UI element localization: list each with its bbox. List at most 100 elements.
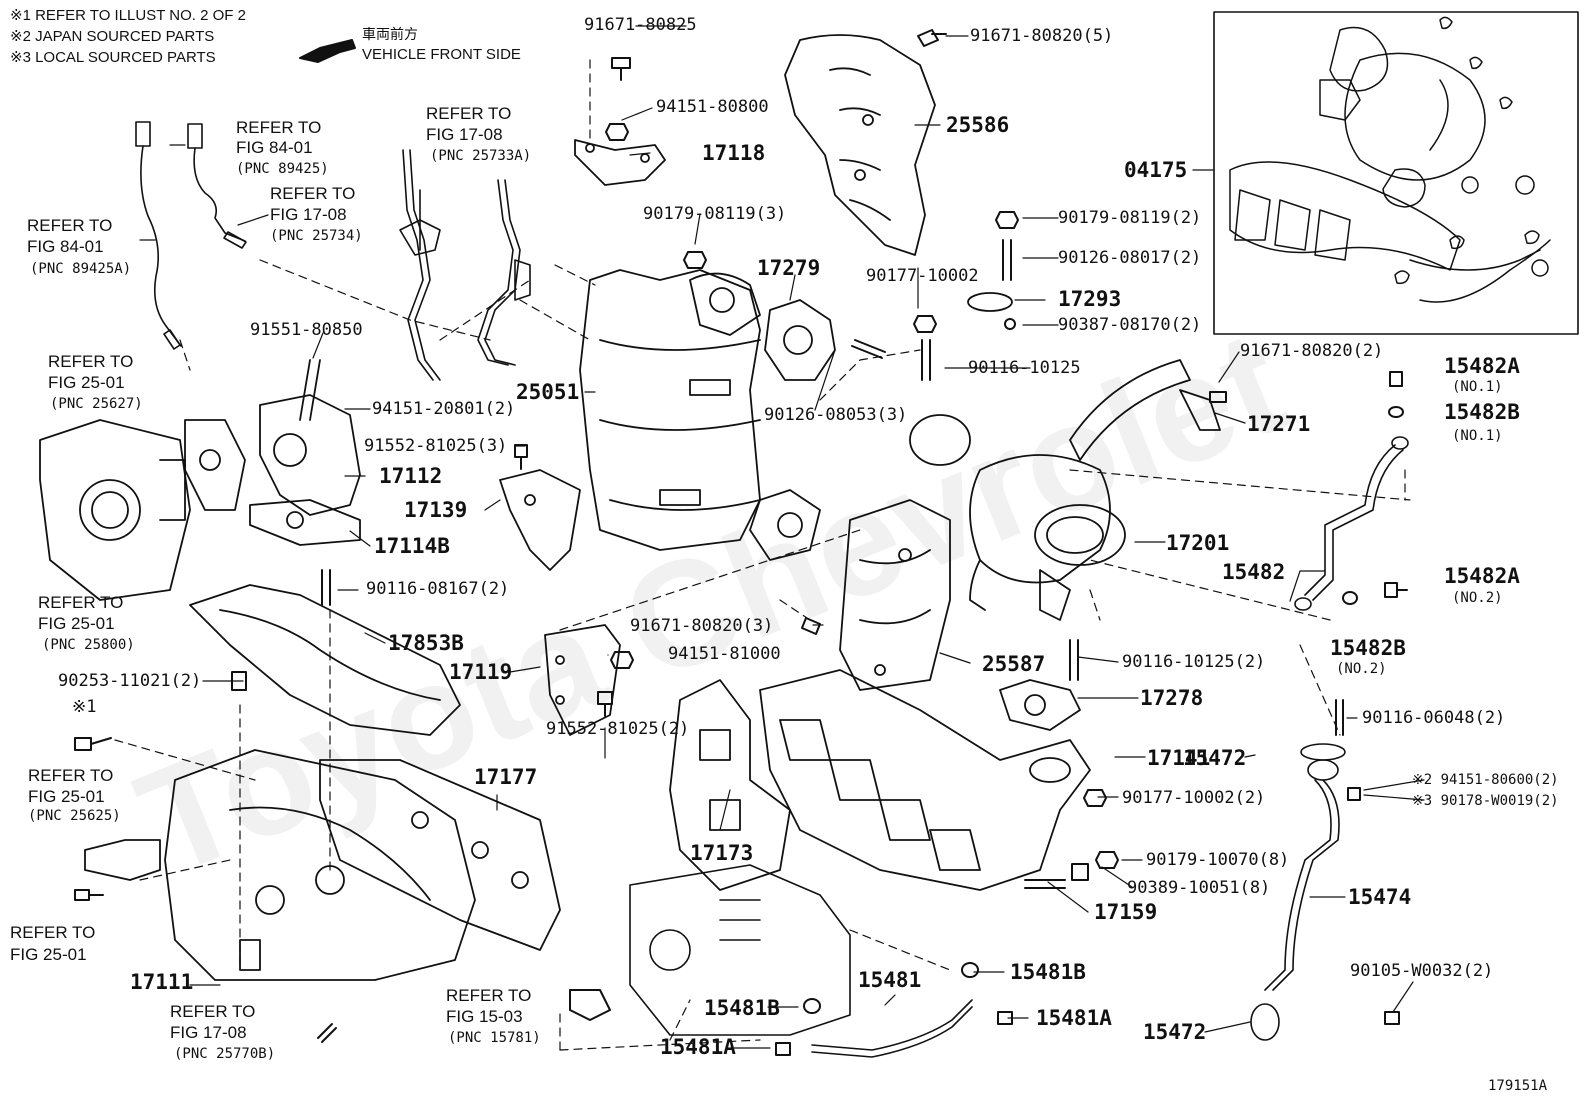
label-90179-08119-3: 90179-08119(3) (643, 204, 787, 224)
label-94151-81000: 94151-81000 (668, 644, 781, 664)
vehicle-front-en: VEHICLE FRONT SIDE (362, 46, 521, 63)
ref-2501-a-2: FIG 25-01 (48, 373, 125, 392)
bolt-15482A-2 (1384, 582, 1408, 598)
bolt-91671-80820-2 (1209, 391, 1227, 403)
ref-2501-b-2: FIG 25-01 (38, 614, 115, 633)
gasket-17114B (249, 499, 361, 546)
nut-94151-81000 (610, 651, 634, 669)
bolt-15482A-1 (1389, 371, 1403, 387)
label-25587: 25587 (982, 652, 1046, 676)
label-15472-upper: 15472 (1183, 746, 1247, 770)
label-91671-80820-5: 91671-80820(5) (970, 26, 1114, 46)
label-25586: 25586 (946, 113, 1010, 137)
label-17173: 17173 (690, 841, 754, 865)
label-15481B-a: 15481B (1010, 960, 1086, 984)
o2-sensor-89425A (135, 121, 182, 350)
washer-90389-10051 (1071, 863, 1089, 881)
gasket-15472-upper (1300, 743, 1346, 761)
ref-8401-a-1: REFER TO (236, 118, 322, 137)
ref-2501-a-3: (PNC 25627) (50, 396, 143, 412)
label-17201: 17201 (1166, 531, 1230, 555)
ref-1503-1: REFER TO (446, 986, 532, 1005)
bolt-star1 (74, 737, 112, 751)
egr-pipe-25734 (399, 149, 441, 381)
nut-90179-08119-3 (683, 251, 707, 269)
ref-8401-b-3: (PNC 89425A) (30, 261, 132, 277)
label-15481: 15481 (858, 968, 922, 992)
gasket-17293 (967, 292, 1013, 312)
label-04175: 04175 (1124, 158, 1188, 182)
label-17118: 17118 (702, 141, 766, 165)
label-94151-20801-2: 94151-20801(2) (372, 399, 516, 419)
label-94151-80600-2: ※2 94151-80600(2) (1412, 772, 1559, 788)
label-90116-10125-2: 90116-10125(2) (1122, 652, 1266, 672)
label-17293: 17293 (1058, 287, 1122, 311)
gasket-15481B-b (803, 998, 821, 1014)
stud-90126-08053 (851, 339, 886, 359)
gasket-15482B-1 (1388, 406, 1404, 418)
stud-90116-06048 (1335, 699, 1344, 736)
oil-pipe-15482 (1294, 436, 1409, 611)
bolt-91552-81025-2 (597, 691, 613, 717)
ref-1708-b-3: (PNC 25734) (270, 228, 363, 244)
label-no2-b: (NO.2) (1336, 661, 1387, 677)
ref-1708-b-1: REFER TO (270, 184, 356, 203)
bolt-91671-80820-3 (801, 617, 821, 635)
ref-1503-2: FIG 15-03 (446, 1007, 523, 1026)
label-17271: 17271 (1247, 412, 1311, 436)
label-90253-11021-2: 90253-11021(2) (58, 671, 202, 691)
label-91552-81025-2: 91552-81025(2) (546, 719, 690, 739)
ref-2501-a-1: REFER TO (48, 352, 134, 371)
label-15482: 15482 (1222, 560, 1286, 584)
label-no1-a: (NO.1) (1452, 379, 1503, 395)
nut-94151-80800 (605, 123, 629, 141)
label-25051: 25051 (516, 380, 580, 404)
label-17119: 17119 (449, 660, 513, 684)
sensor-15781 (569, 989, 611, 1021)
heat-insulator-25587 (839, 499, 951, 691)
note-1: ※1 REFER TO ILLUST NO. 2 OF 2 (10, 7, 246, 24)
heat-insulator-17853B (189, 584, 461, 736)
label-90126-08017-2: 90126-08017(2) (1058, 248, 1202, 268)
ref-1503-3: (PNC 15781) (448, 1030, 541, 1046)
bolt-91671-80825 (611, 57, 631, 81)
label-17159: 17159 (1094, 900, 1158, 924)
exhaust-manifold-17141 (759, 669, 1091, 891)
label-17278: 17278 (1140, 686, 1204, 710)
nut-90177-10002-2 (1083, 789, 1107, 807)
dashed-lines (114, 59, 1411, 1051)
ref-1708-a-1: REFER TO (426, 104, 512, 123)
label-90177-10002: 90177-10002 (866, 266, 979, 286)
ref-1708-c-2: FIG 17-08 (170, 1023, 247, 1042)
nut-90177-10002 (913, 315, 937, 333)
label-17279: 17279 (757, 256, 821, 280)
label-star1: ※1 (72, 697, 97, 717)
ref-1708-a-3: (PNC 25733A) (430, 148, 532, 164)
nut-90179-08119-2 (995, 211, 1019, 229)
bolt-91552-81025-3 (514, 444, 528, 470)
pipe-25770B (317, 1023, 337, 1043)
label-15482B-2: 15482B (1330, 636, 1406, 660)
figure-id: 179151A (1488, 1078, 1548, 1094)
egr-valve-17112 (259, 359, 361, 516)
gasket-17177 (319, 759, 561, 951)
vehicle-front-arrow-icon (299, 39, 356, 63)
heat-insulator-17271 (1069, 359, 1221, 461)
pipe-15481 (811, 999, 973, 1058)
bracket-17118 (574, 139, 666, 186)
gasket-15482B-2 (1342, 591, 1358, 605)
bracket-17139 (499, 469, 581, 571)
bracket-25625 (84, 839, 161, 881)
stud-17159 (1024, 879, 1066, 889)
ref-8401-a-2: FIG 84-01 (236, 138, 313, 157)
cylinder-head-area (629, 864, 851, 1036)
label-91552-81025-3: 91552-81025(3) (364, 436, 508, 456)
bracket-17119 (544, 624, 621, 736)
label-90105-W0032-2: 90105-W0032(2) (1350, 961, 1494, 981)
vehicle-front-jp: 車両前方 (362, 27, 418, 43)
ref-2501-d-2: FIG 25-01 (10, 945, 87, 964)
label-17114B: 17114B (374, 534, 450, 558)
gasket-17279 (764, 299, 836, 381)
label-no2-a: (NO.2) (1452, 590, 1503, 606)
